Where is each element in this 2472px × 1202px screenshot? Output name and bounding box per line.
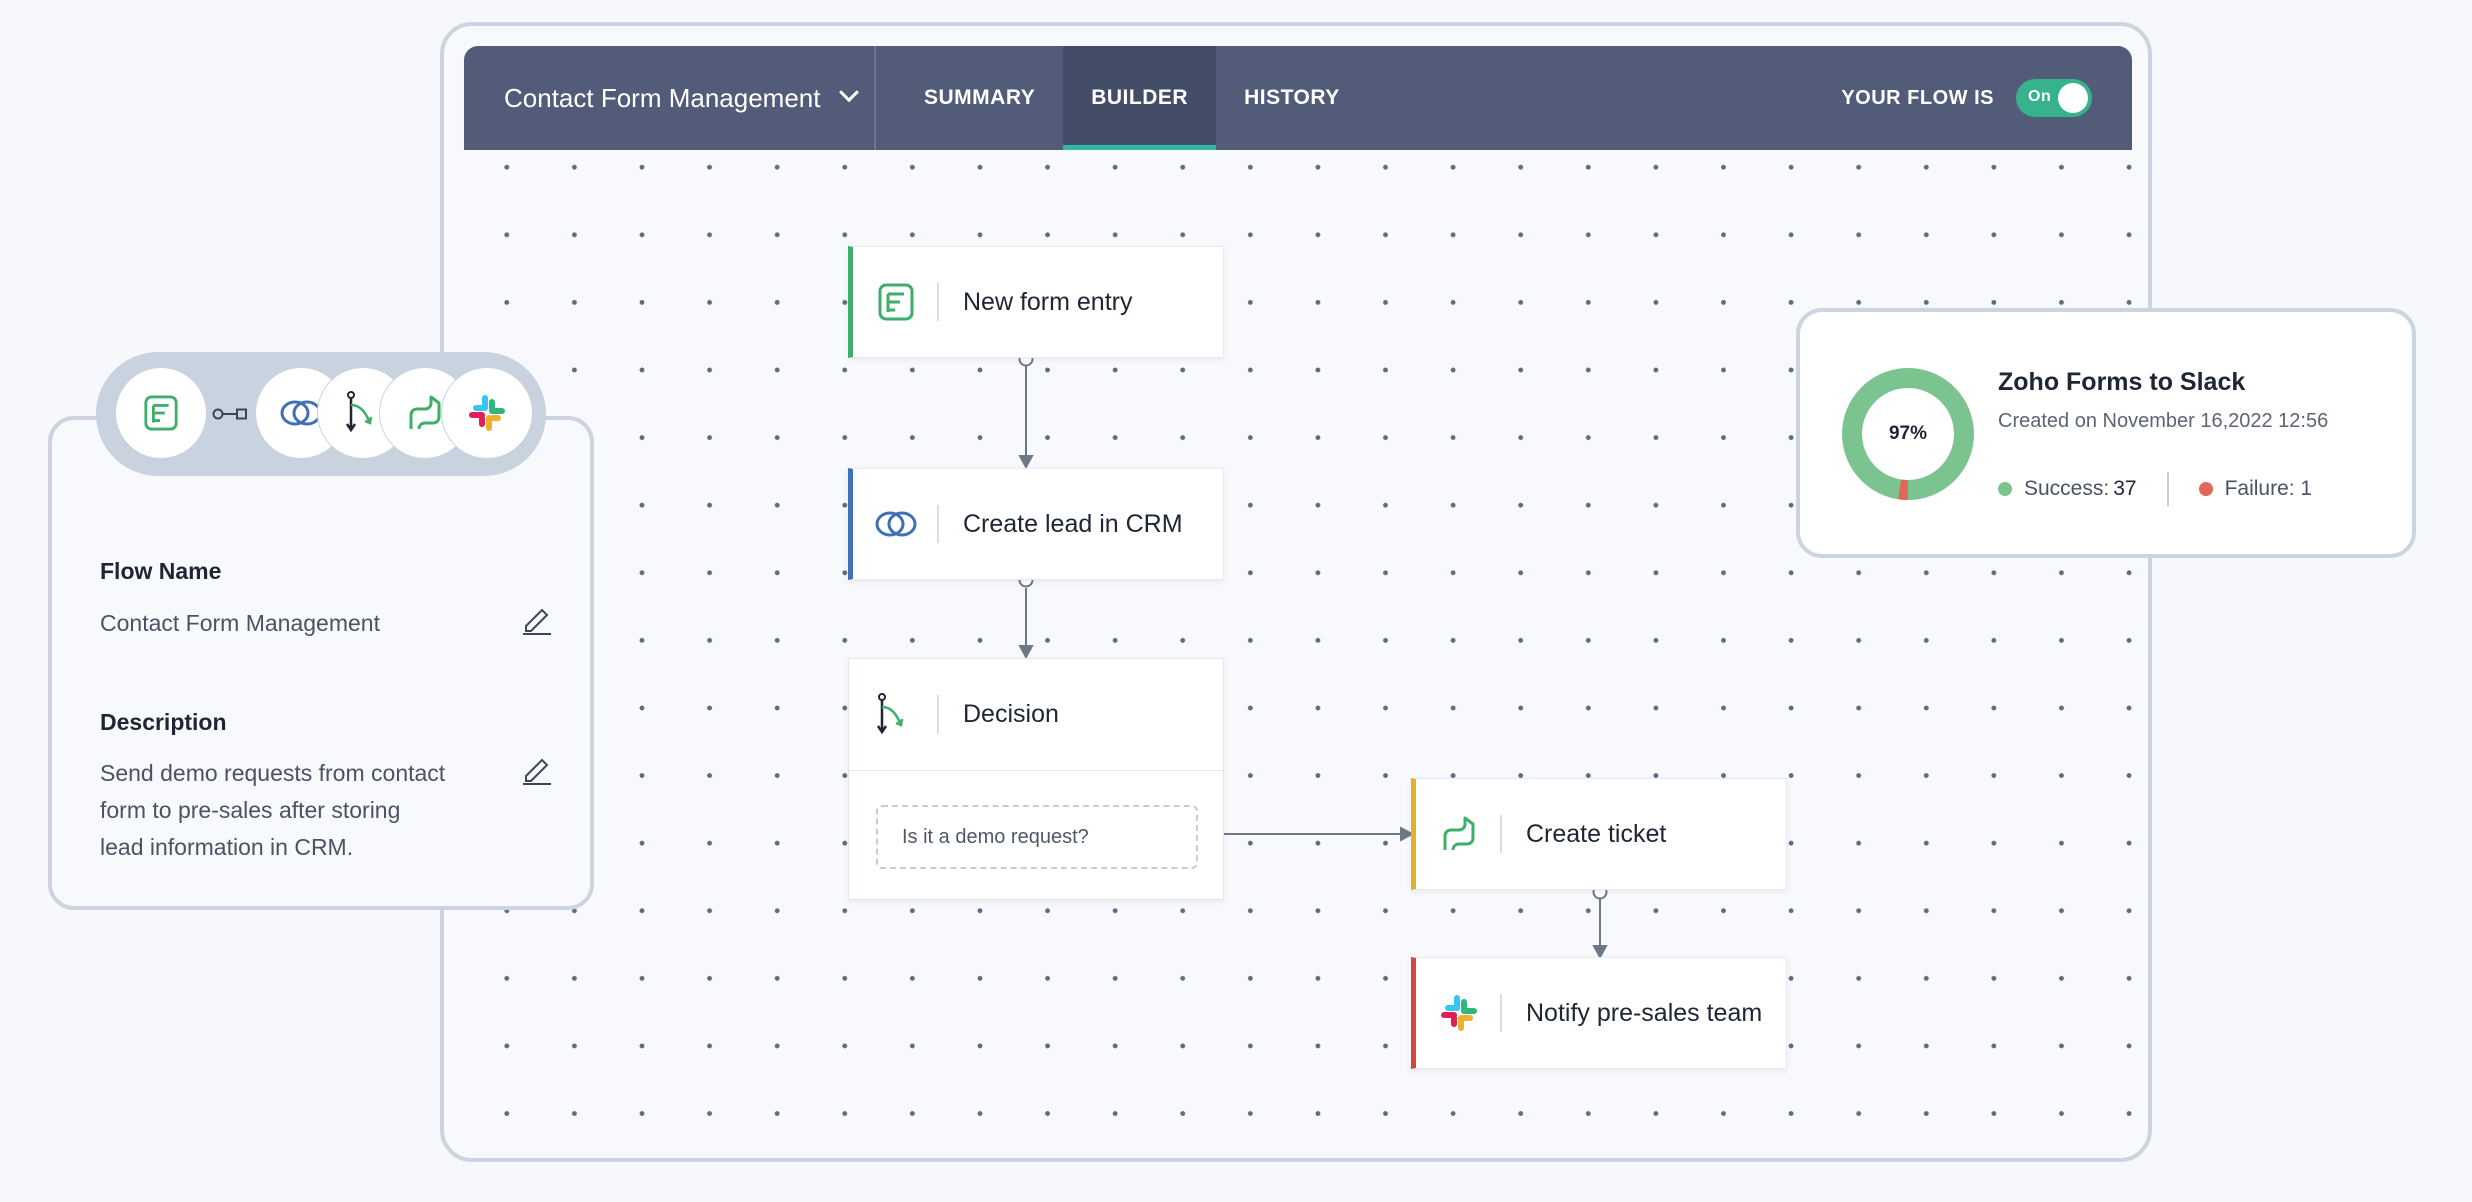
node-create-ticket[interactable]: Create ticket — [1411, 778, 1787, 890]
node-notify-presales[interactable]: Notify pre-sales team — [1411, 957, 1787, 1069]
success-count: 37 — [2113, 477, 2137, 500]
divider — [2166, 472, 2169, 506]
failure-label: Failure: 1 — [2224, 477, 2313, 500]
edit-flow-name-icon[interactable] — [520, 604, 554, 636]
node-create-lead[interactable]: Create lead in CRM — [848, 468, 1224, 580]
tab-history[interactable]: HISTORY — [1244, 86, 1340, 109]
decision-condition[interactable]: Is it a demo request? — [876, 805, 1198, 869]
flow-toggle[interactable]: On — [2016, 79, 2092, 117]
flow-stats-card: 97% Zoho Forms to Slack Created on Novem… — [1796, 308, 2416, 558]
description-line: Send demo requests from contact — [100, 760, 446, 786]
node-title: Decision — [963, 700, 1059, 728]
tab-bar: SUMMARY BUILDER HISTORY — [896, 46, 1368, 150]
node-title: New form entry — [963, 287, 1133, 316]
success-label: Success: — [2024, 477, 2110, 500]
description-line: form to pre-sales after storing — [100, 797, 401, 823]
toggle-knob — [2058, 83, 2088, 113]
slack-icon — [442, 368, 532, 458]
decision-header: Decision — [849, 659, 1223, 771]
node-new-form-entry[interactable]: New form entry — [848, 246, 1224, 358]
node-title: Create ticket — [1526, 819, 1667, 848]
builder-window: Contact Form Management SUMMARY BUILDER … — [440, 22, 2152, 1162]
node-title: Notify pre-sales team — [1526, 998, 1763, 1027]
integration-name: Zoho Forms to Slack — [1998, 368, 2246, 396]
success-dot — [1998, 482, 2012, 496]
desk-icon — [1416, 779, 1502, 889]
top-bar: Contact Form Management SUMMARY BUILDER … — [464, 46, 2132, 150]
tab-builder[interactable]: BUILDER — [1063, 46, 1217, 150]
success-rate-donut — [1842, 368, 1974, 500]
description-line: lead information in CRM. — [100, 834, 354, 860]
tab-summary[interactable]: SUMMARY — [924, 86, 1036, 109]
link-icon — [212, 408, 247, 420]
toggle-state-label: On — [2028, 88, 2052, 105]
app-icons-strip — [96, 352, 546, 476]
decision-icon — [849, 659, 939, 770]
crm-icon — [853, 469, 939, 579]
flow-name-value: Contact Form Management — [100, 610, 380, 636]
failure-dot — [2198, 482, 2213, 496]
node-decision[interactable]: Decision Is it a demo request? — [848, 658, 1224, 900]
canvas-grid — [460, 154, 2132, 1144]
forms-icon — [853, 247, 939, 357]
slack-icon — [1416, 958, 1502, 1068]
failure-arc — [1842, 368, 1974, 500]
success-rate-label: 97% — [1888, 423, 1928, 444]
forms-icon — [116, 368, 206, 458]
flow-name-label: Flow Name — [100, 558, 222, 584]
created-date: Created on November 16,2022 12:56 — [1998, 410, 2329, 432]
edit-description-icon[interactable] — [520, 754, 554, 786]
flow-selector[interactable]: Contact Form Management — [464, 46, 876, 150]
flow-status: YOUR FLOW IS On — [1841, 46, 2132, 150]
node-title: Create lead in CRM — [963, 509, 1183, 538]
description-label: Description — [100, 709, 227, 735]
flow-selector-label: Contact Form Management — [504, 82, 821, 113]
stats-row: Success: 37 Failure: 1 — [1998, 472, 2312, 506]
chevron-down-icon[interactable] — [839, 82, 860, 103]
flow-status-label: YOUR FLOW IS — [1841, 86, 1994, 109]
